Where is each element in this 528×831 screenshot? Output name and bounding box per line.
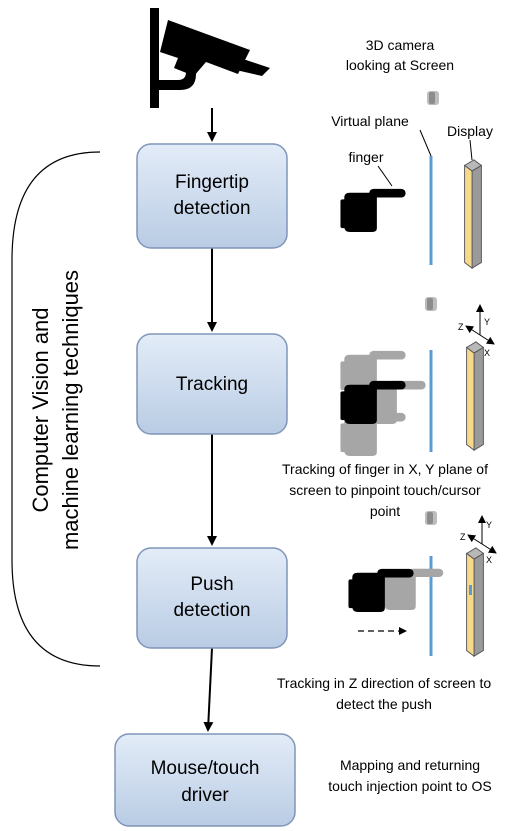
flow-arrow [203,647,214,732]
step-label: Mouse/touch [151,758,260,779]
driver-caption: Mapping and returning [340,757,480,773]
virtual-plane-label: Virtual plane [331,113,409,129]
display-label: Display [447,123,493,139]
step-label: detection [173,198,250,219]
push-caption: Tracking in Z direction of screen to [277,675,491,691]
step-label: Tracking [176,374,248,395]
display-pointer [469,139,473,161]
step-tracking: Tracking [136,333,288,435]
driver-caption: touch injection point to OS [328,778,491,794]
side-label-line: machine learning techniques [58,270,83,550]
camera-note: looking at Screen [346,57,454,73]
camera-icon [427,91,439,105]
stage2-illustration: Y Z X Tracking of finger in X, Y plane o… [282,297,495,519]
step-label: Fingertip [175,172,249,193]
axis-y-label: Y [486,520,492,530]
axis-x-label: X [484,348,490,358]
finger-pointer-line [377,165,393,187]
tracking-caption: Tracking of finger in X, Y plane of [282,461,488,477]
display-icon [464,159,482,269]
camera-icon [425,297,437,311]
tracking-caption: point [370,503,400,519]
display-icon [466,341,484,451]
axis-x-label: X [486,555,492,565]
hand-icon [340,188,406,232]
stage3-illustration: Y Z X Tracking in Z direction of screen … [277,511,497,712]
push-caption: detect the push [336,696,432,712]
side-label-line: Computer Vision and [28,307,53,512]
stage1-illustration: 3D camera looking at Screen Virtual plan… [331,37,493,269]
stage4-caption: Mapping and returning touch injection po… [328,757,491,794]
side-label: Computer Vision and machine learning tec… [28,270,83,550]
step-label: Push [190,574,233,595]
step-fingertip-detection: Fingertip detection [136,143,288,249]
step-mouse-touch-driver: Mouse/touch driver [114,733,296,827]
tracking-caption: screen to pinpoint touch/cursor [289,482,481,498]
step-push-detection: Push detection [136,547,288,649]
bracket [11,151,101,667]
finger-label: finger [348,149,383,165]
axes-icon: Y Z X [458,304,495,358]
axis-z-label: Z [458,322,464,332]
step-label: driver [181,785,229,806]
security-camera-icon [150,8,270,108]
touch-point [469,585,472,595]
axis-z-label: Z [460,532,466,542]
display-icon [466,547,484,657]
virtual-plane-pointer [419,129,432,157]
camera-note: 3D camera [366,37,435,53]
axes-icon: Y Z X [460,515,497,565]
camera-icon [425,511,437,525]
step-label: detection [173,600,250,621]
axis-y-label: Y [484,317,490,327]
